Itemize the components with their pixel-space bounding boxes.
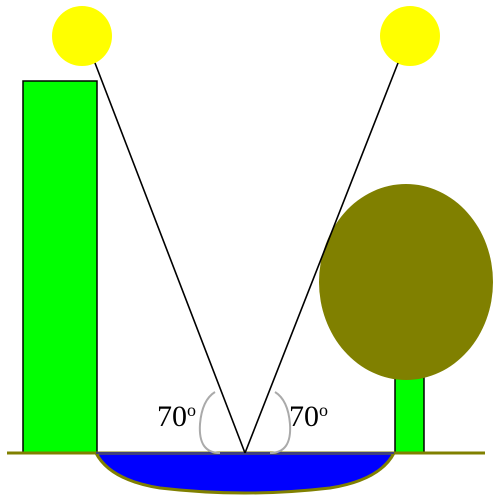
reflected-ray xyxy=(244,62,399,454)
angle-value-right: 70 xyxy=(289,400,319,433)
sun-left xyxy=(52,6,112,66)
incident-ray xyxy=(94,62,246,454)
angle-unit-left: o xyxy=(187,400,196,420)
angle-unit-right: o xyxy=(319,400,328,420)
angle-arc-left xyxy=(198,391,221,454)
angle-label-right: 70o xyxy=(289,400,328,433)
sun-right xyxy=(380,6,440,66)
tree-canopy xyxy=(319,184,493,380)
angle-label-left: 70o xyxy=(157,400,196,433)
angle-arc-right xyxy=(269,391,292,454)
angle-value-left: 70 xyxy=(157,400,187,433)
building xyxy=(22,80,98,454)
water xyxy=(93,451,397,495)
